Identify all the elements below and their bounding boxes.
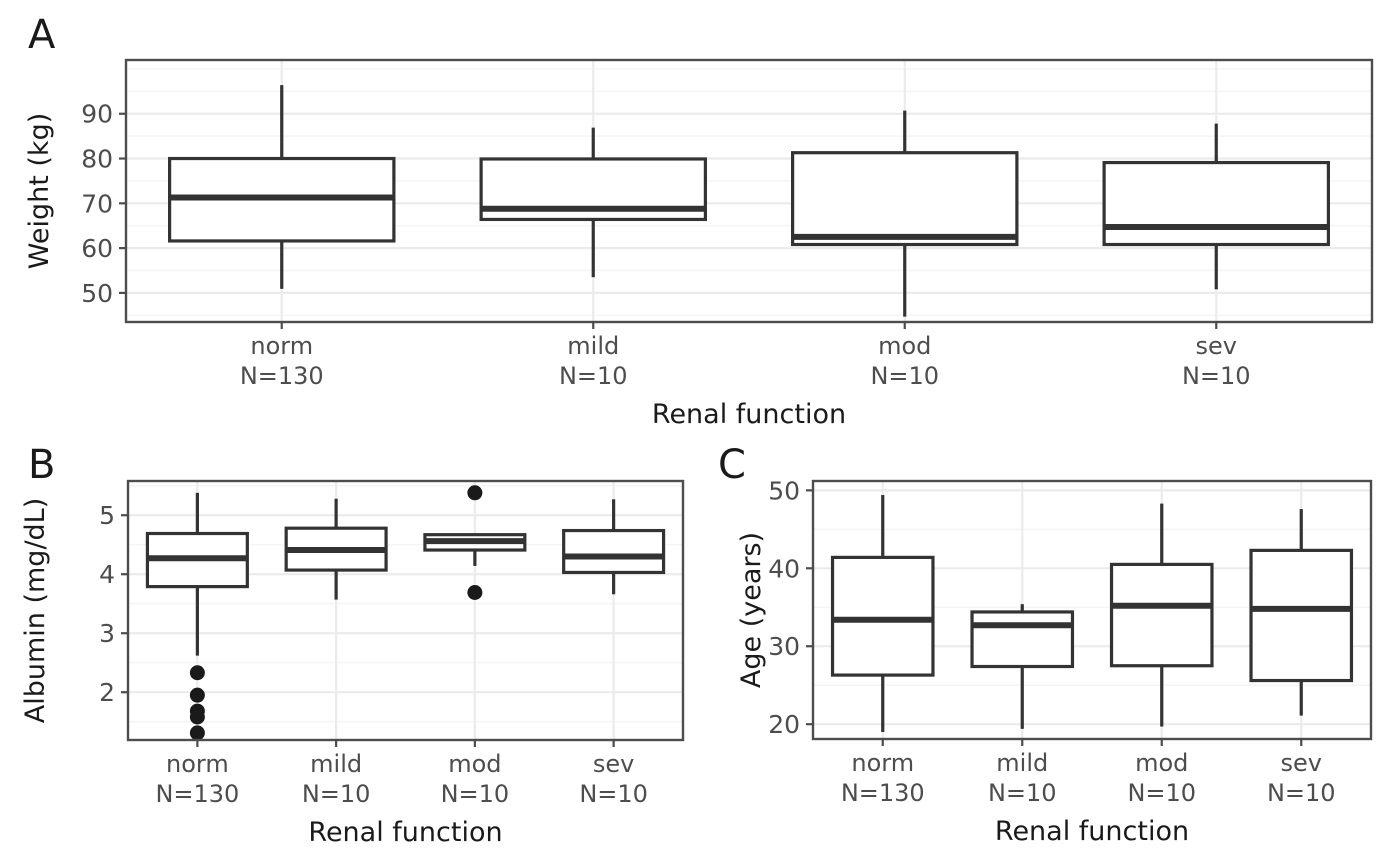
y-tick-label: 4 <box>99 560 115 589</box>
box-iqr <box>1109 562 1214 668</box>
outlier-point <box>189 687 205 703</box>
y-tick-label: 20 <box>768 710 800 739</box>
y-axis-title: Weight (kg) <box>24 113 55 270</box>
y-tick-label: 90 <box>81 100 113 129</box>
y-tick-label: 5 <box>99 501 115 530</box>
box-iqr <box>830 555 935 677</box>
x-tick-label-category: sev <box>593 750 634 778</box>
x-tick-label-count: N=10 <box>559 362 628 390</box>
y-axis-title: Albumin (mg/dL) <box>20 498 51 724</box>
y-tick-label: 2 <box>99 678 115 707</box>
y-tick-label: 50 <box>81 279 113 308</box>
boxplot-sev <box>1102 123 1330 290</box>
x-tick-label-category: norm <box>851 749 914 777</box>
panel-c: 20304050normN=130mildN=10modN=10sevN=10R… <box>718 442 1373 847</box>
x-tick-label-count: N=130 <box>240 362 324 390</box>
boxplot-mod <box>791 110 1019 317</box>
outlier-point <box>189 725 205 741</box>
x-tick-label-count: N=10 <box>988 779 1057 807</box>
outlier-point <box>467 585 483 601</box>
y-tick-label: 30 <box>768 632 800 661</box>
x-axis-title: Renal function <box>995 816 1189 847</box>
boxplot-sev <box>1249 509 1354 716</box>
x-tick-label-count: N=10 <box>870 362 939 390</box>
outlier-point <box>189 709 205 725</box>
boxplot-sev <box>562 499 666 595</box>
box-iqr <box>970 610 1075 669</box>
x-tick-label-count: N=130 <box>155 780 239 808</box>
panel-border <box>124 58 1374 324</box>
y-tick-label: 40 <box>768 554 800 583</box>
boxplot-mild <box>479 127 707 278</box>
y-tick-label: 60 <box>81 234 113 263</box>
panel-background <box>128 481 683 740</box>
x-tick-label-count: N=10 <box>1267 779 1336 807</box>
y-axis-title: Age (years) <box>736 532 767 688</box>
box-iqr <box>1249 548 1354 683</box>
y-tick-label: 70 <box>81 189 113 218</box>
x-tick-label-count: N=130 <box>841 779 925 807</box>
x-tick-label-category: mild <box>567 332 619 360</box>
panel-tag-letter: B <box>28 442 55 488</box>
panel-tag-letter: C <box>718 442 746 488</box>
x-tick-label-count: N=10 <box>441 780 510 808</box>
panel-a: 5060708090normN=130mildN=10modN=10sevN=1… <box>24 12 1374 430</box>
x-tick-label-category: sev <box>1281 749 1322 777</box>
boxplot-norm <box>830 495 935 732</box>
x-axis-title: Renal function <box>308 817 502 848</box>
boxplot-mod <box>423 485 527 601</box>
x-tick-label-count: N=10 <box>1182 362 1251 390</box>
x-tick-label-category: mod <box>448 750 501 778</box>
boxplot-norm <box>168 85 396 289</box>
y-tick-label: 80 <box>81 145 113 174</box>
panel-border <box>811 479 1373 741</box>
x-tick-label-category: mild <box>310 750 362 778</box>
box-iqr <box>791 151 1019 247</box>
x-tick-label-category: norm <box>166 750 229 778</box>
panel-b: 2345normN=130mildN=10modN=10sevN=10Renal… <box>20 442 685 848</box>
boxplot-mild <box>970 604 1075 729</box>
x-tick-label-count: N=10 <box>1127 779 1196 807</box>
boxplot-norm <box>145 492 249 741</box>
x-axis-title: Renal function <box>652 399 846 430</box>
x-tick-label-category: sev <box>1196 332 1237 360</box>
boxplot-mild <box>284 498 388 600</box>
x-tick-label-category: mild <box>996 749 1048 777</box>
outlier-point <box>467 485 483 501</box>
x-tick-label-category: mod <box>1135 749 1188 777</box>
boxplot-mod <box>1109 503 1214 727</box>
x-tick-label-count: N=10 <box>579 780 648 808</box>
y-tick-label: 50 <box>768 476 800 505</box>
x-tick-label-category: mod <box>878 332 931 360</box>
box-iqr <box>562 528 666 575</box>
x-tick-label-category: norm <box>250 332 313 360</box>
box-iqr <box>1102 160 1330 247</box>
y-tick-label: 3 <box>99 619 115 648</box>
x-tick-label-count: N=10 <box>302 780 371 808</box>
panel-border <box>126 479 685 742</box>
panel-tag-letter: A <box>28 12 56 58</box>
outlier-point <box>189 665 205 681</box>
